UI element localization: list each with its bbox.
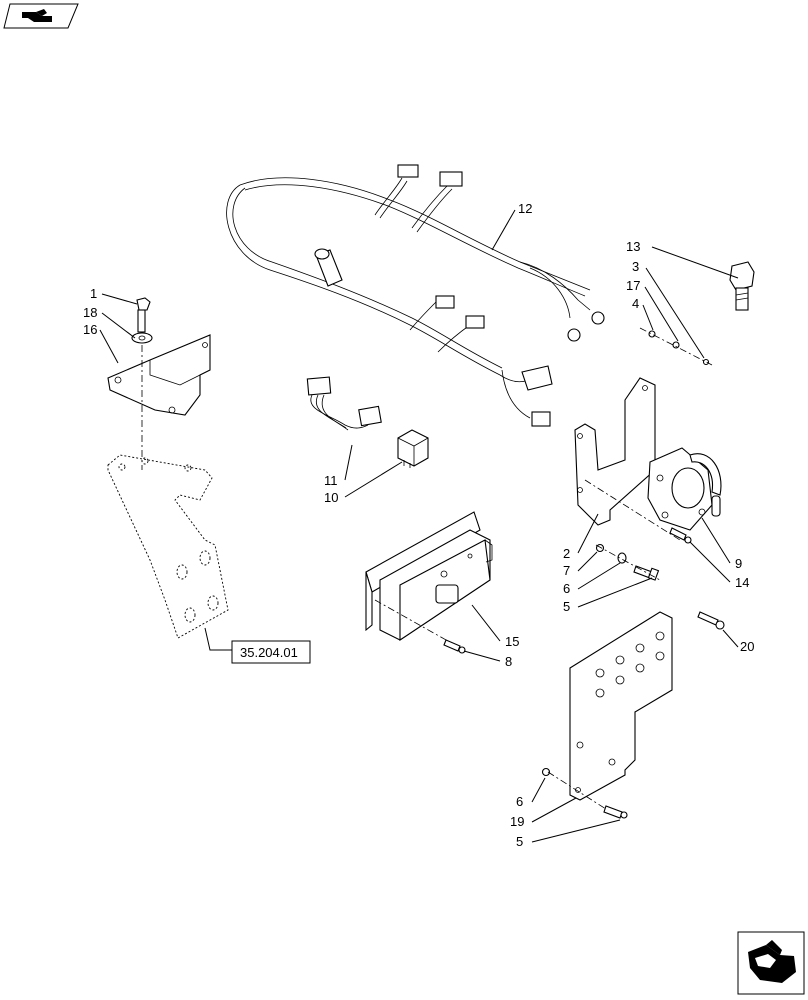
reference-link[interactable]: 35.204.01 [231,640,311,664]
control-module [365,511,493,642]
callout-12: 12 [518,201,532,216]
callout-6b: 6 [516,794,523,809]
callout-2: 2 [563,546,570,561]
spacer-3 [702,358,710,366]
callout-19: 19 [510,814,524,829]
callout-1: 1 [90,286,97,301]
bracket-2 [574,377,656,526]
mounting-bracket-assembly [107,297,211,470]
callout-labels: 1 18 16 12 13 3 17 4 11 10 2 7 6 5 9 14 … [83,201,754,849]
reference-label: 35.204.01 [240,645,298,660]
callout-16: 16 [83,322,97,337]
wiring-harness [226,164,605,427]
jumper-harness [306,376,382,431]
bolt-5a [633,565,660,581]
callout-18: 18 [83,305,97,320]
screw-14 [669,527,692,544]
nut-6b [541,767,551,777]
callout-15: 15 [505,634,519,649]
callout-3: 3 [632,259,639,274]
washer-17 [672,341,680,349]
leader-lines [99,209,739,843]
callout-7: 7 [563,563,570,578]
back-hand-icon[interactable] [3,3,79,29]
callout-8: 8 [505,654,512,669]
callout-6a: 6 [563,581,570,596]
callout-20: 20 [740,639,754,654]
mounting-plate [569,611,673,801]
callout-14: 14 [735,575,749,590]
screw-20 [697,611,725,630]
trailer-socket [647,447,722,531]
next-hand-icon[interactable] [737,931,805,995]
callout-17: 17 [626,278,640,293]
callout-9: 9 [735,556,742,571]
reference-bracket-ghost [107,454,229,639]
bolt-5b [603,805,628,819]
callout-4: 4 [632,296,639,311]
callout-10: 10 [324,490,338,505]
screw-8 [443,639,466,654]
relay [397,429,429,468]
nut-4 [648,330,656,338]
callout-5a: 5 [563,599,570,614]
callout-5b: 5 [516,834,523,849]
bolt-13 [729,261,755,311]
callout-13: 13 [626,239,640,254]
callout-11: 11 [324,473,338,488]
